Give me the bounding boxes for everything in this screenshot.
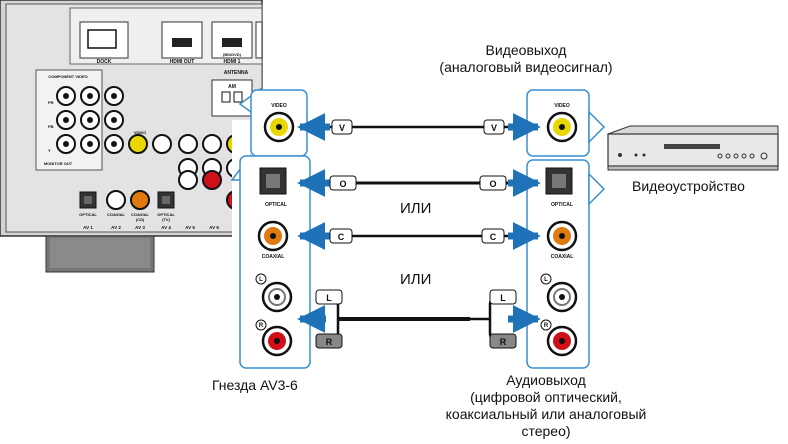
svg-text:ANTENNA: ANTENNA [224, 70, 249, 76]
svg-text:VIDEO: VIDEO [554, 103, 570, 109]
video-cable: V V [297, 113, 541, 141]
svg-text:C: C [490, 232, 497, 242]
video-device-icon [607, 125, 779, 171]
svg-text:AV 4: AV 4 [161, 225, 171, 230]
coaxial-cable: C C [297, 222, 541, 250]
av-jacks-label: Гнезда AV3-6 [212, 377, 298, 393]
device-coaxial-jack: COAXIAL [546, 220, 578, 260]
svg-text:PB: PB [48, 124, 54, 129]
svg-text:O: O [489, 179, 496, 189]
svg-text:AV 6: AV 6 [209, 225, 219, 230]
receiver-rear-panel: DOCK HDMI OUT (BD/DVD) HDMI 1 ANTENNA AM… [0, 0, 263, 273]
receiver-video-jack: VIDEO [263, 103, 295, 143]
svg-text:AV 1: AV 1 [83, 225, 93, 230]
svg-text:(CD): (CD) [136, 217, 145, 222]
device-audio-panel [526, 159, 590, 369]
analog-stereo-cable: L R L R [297, 289, 541, 349]
svg-text:COAXIAL: COAXIAL [107, 212, 126, 217]
svg-text:OPTICAL: OPTICAL [157, 212, 175, 217]
svg-text:R: R [259, 323, 264, 329]
receiver-left-jack: L [255, 273, 293, 313]
svg-text:VIDEO: VIDEO [271, 103, 287, 109]
svg-text:L: L [326, 293, 332, 303]
svg-text:COAXIAL: COAXIAL [262, 254, 285, 260]
svg-text:O: O [339, 179, 346, 189]
svg-text:AV 3: AV 3 [135, 225, 145, 230]
device-left-jack: L [540, 273, 578, 313]
optical-cable: O O [297, 169, 541, 197]
or-label-2: ИЛИ [400, 271, 432, 288]
svg-text:AV 2: AV 2 [111, 225, 121, 230]
svg-text:OPTICAL: OPTICAL [79, 212, 97, 217]
svg-text:R: R [326, 337, 333, 347]
video-device-label: Видеоустройство [632, 178, 745, 194]
svg-text:OPTICAL: OPTICAL [265, 202, 287, 208]
svg-text:(BD/DVD): (BD/DVD) [223, 52, 242, 57]
hdmi-out-label: HDMI OUT [170, 59, 195, 65]
device-right-jack: R [540, 319, 578, 357]
svg-text:L: L [544, 277, 548, 283]
receiver-optical-jack: OPTICAL [259, 167, 287, 208]
receiver-right-jack: R [255, 319, 293, 357]
device-optical-jack: OPTICAL [545, 167, 573, 208]
device-video-jack: VIDEO [546, 103, 578, 143]
svg-text:Y: Y [48, 148, 51, 153]
svg-text:VIDEO: VIDEO [134, 130, 146, 135]
svg-text:MONITOR OUT: MONITOR OUT [44, 161, 73, 166]
svg-text:OPTICAL: OPTICAL [551, 202, 573, 208]
svg-text:R: R [500, 337, 507, 347]
or-label-1: ИЛИ [400, 200, 432, 217]
svg-text:R: R [544, 323, 549, 329]
svg-text:PR: PR [48, 100, 54, 105]
dock-label: DOCK [97, 59, 112, 65]
video-output-label: Видеовыход (аналоговый видеосигнал) [439, 42, 613, 75]
svg-text:(TV): (TV) [162, 217, 170, 222]
svg-text:L: L [259, 277, 263, 283]
svg-text:V: V [339, 123, 345, 133]
svg-text:COAXIAL: COAXIAL [131, 212, 150, 217]
receiver-audio-panel [239, 155, 311, 369]
svg-text:COMPONENT VIDEO: COMPONENT VIDEO [48, 74, 88, 79]
svg-text:COAXIAL: COAXIAL [551, 254, 574, 260]
receiver-coaxial-jack: COAXIAL [257, 220, 289, 260]
hdmi-1-label: HDMI 1 [224, 59, 241, 65]
svg-text:V: V [491, 123, 497, 133]
audio-output-label: Аудиовыход (цифровой оптический, коаксиа… [445, 372, 647, 439]
svg-text:L: L [500, 293, 506, 303]
svg-text:C: C [338, 232, 345, 242]
svg-text:AM: AM [228, 84, 236, 90]
svg-text:AV 5: AV 5 [185, 225, 195, 230]
